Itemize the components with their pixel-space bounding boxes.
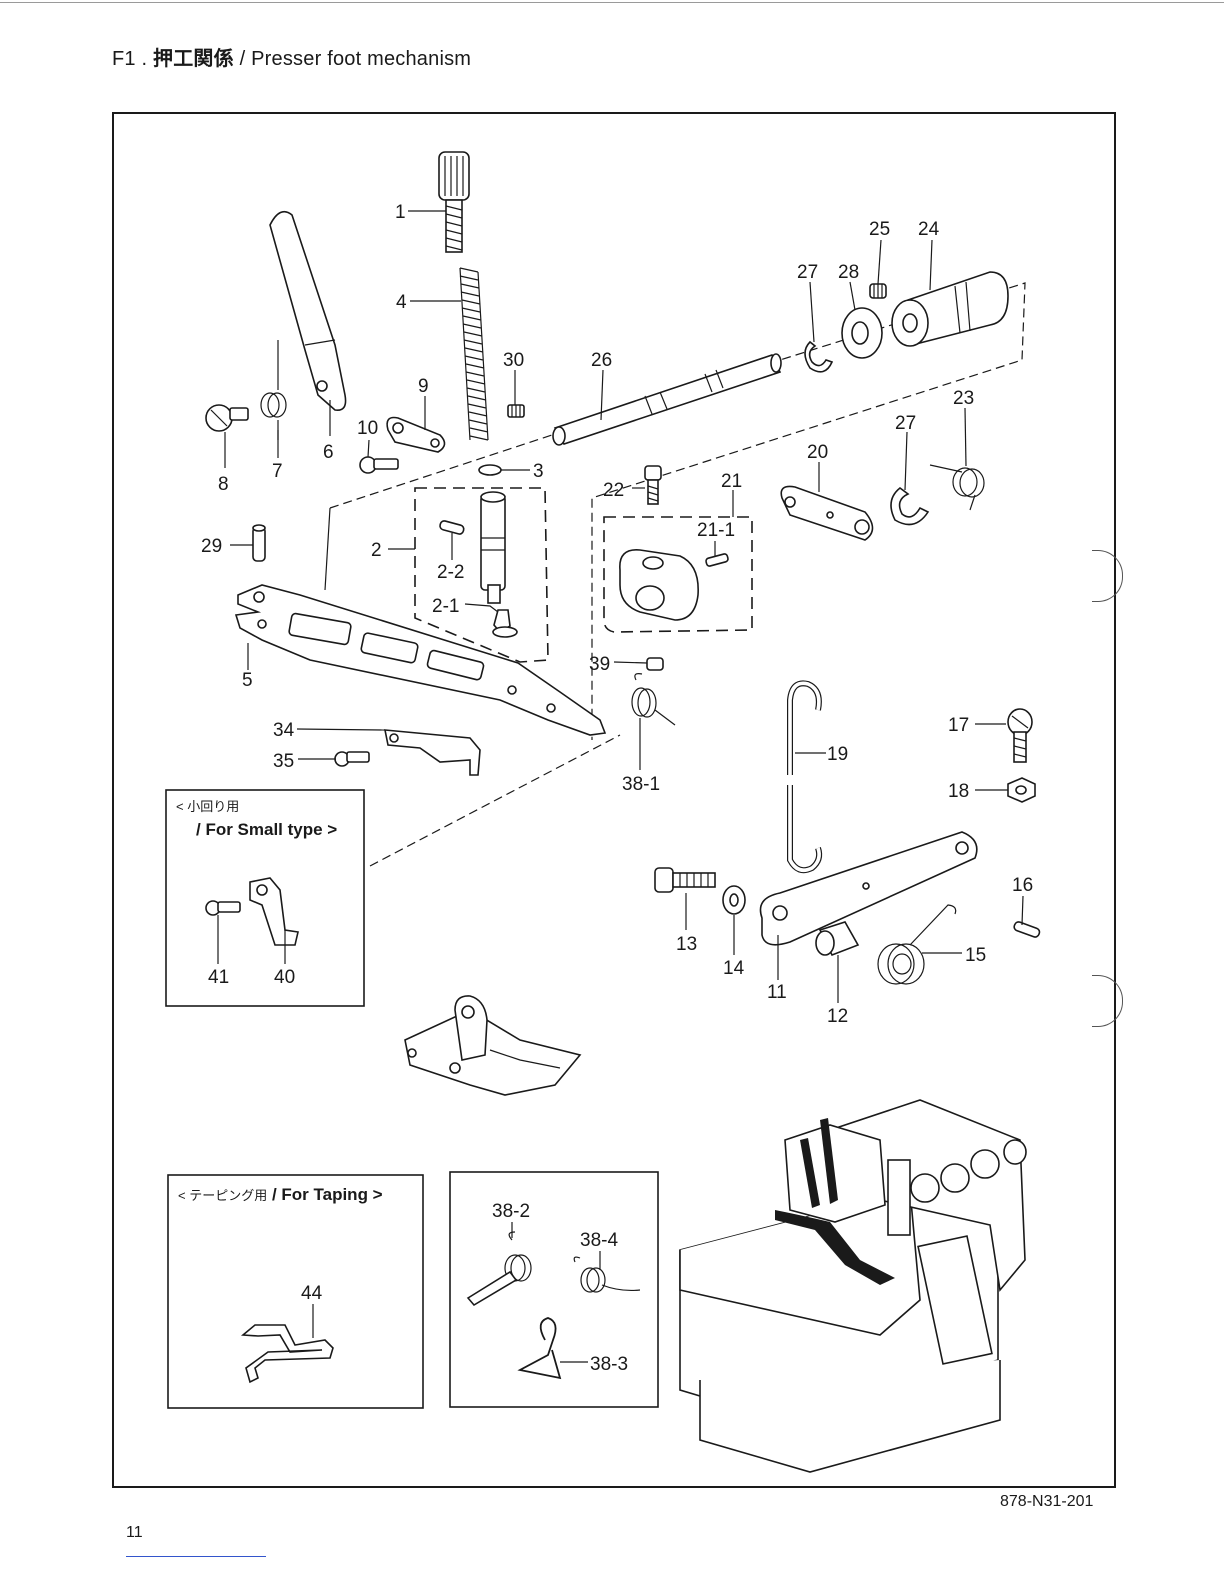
inset-small-type-en: / For Small type >: [196, 820, 337, 839]
callout-7: 7: [272, 461, 283, 482]
inset-taping-title: < テーピング用 / For Taping >: [178, 1185, 383, 1204]
washer-14-part: [723, 886, 745, 914]
callout-5: 5: [242, 670, 253, 691]
callout-27b: 27: [895, 413, 916, 434]
overlock-machine-illustration: [680, 1100, 1026, 1472]
callout-2: 2: [371, 540, 382, 561]
callout-12: 12: [827, 1006, 848, 1027]
callout-38-3: 38-3: [590, 1354, 628, 1375]
lifter-lever-part: [270, 212, 346, 411]
pin-16-part: [1013, 921, 1041, 938]
presser-spring-part: [460, 268, 488, 440]
callout-3: 3: [533, 461, 544, 482]
e-ring-27b-part: [891, 488, 928, 525]
callout-4: 4: [396, 292, 407, 313]
screw-17-part: [1008, 709, 1032, 762]
e-ring-27-part: [805, 342, 832, 372]
callout-23: 23: [953, 388, 974, 409]
callout-10: 10: [357, 418, 378, 439]
callout-41: 41: [208, 967, 229, 988]
collar-28-part: [842, 308, 882, 358]
inset-taping-en: / For Taping >: [267, 1185, 382, 1204]
callout-30: 30: [503, 350, 524, 371]
presser-foot-part: [405, 996, 580, 1095]
screw-35-part: [335, 752, 369, 766]
callout-34: 34: [273, 720, 295, 741]
callout-35: 35: [273, 751, 294, 772]
shaft-26-part: [553, 354, 781, 445]
callout-19: 19: [827, 744, 848, 765]
screw-30-part: [508, 405, 524, 417]
callout-2-2: 2-2: [437, 562, 464, 583]
callout-28: 28: [838, 262, 859, 283]
spring-7-part: [261, 340, 286, 440]
document-code: 878-N31-201: [1000, 1493, 1093, 1511]
callout-38-4: 38-4: [580, 1230, 618, 1251]
screw-39-part: [647, 658, 663, 670]
callout-21: 21: [721, 471, 742, 492]
callout-21-1: 21-1: [697, 520, 735, 541]
callout-24: 24: [918, 219, 940, 240]
callout-29: 29: [201, 536, 222, 557]
presser-bar-group: [415, 488, 548, 662]
callout-22: 22: [603, 480, 624, 501]
link-plate-9-part: [387, 418, 444, 453]
adjusting-screw-part: [439, 152, 469, 252]
callout-18: 18: [948, 781, 969, 802]
bottom-rule: [126, 1556, 266, 1557]
spring-38-1-part: [632, 674, 675, 725]
callout-15: 15: [965, 945, 986, 966]
callout-17: 17: [948, 715, 969, 736]
callout-16: 16: [1012, 875, 1033, 896]
screw-8-part: [206, 405, 248, 431]
callout-40: 40: [274, 967, 295, 988]
washer-3-part: [479, 465, 501, 475]
callout-8: 8: [218, 474, 229, 495]
presser-arm-5-part: [236, 585, 605, 735]
screw-10-part: [360, 457, 398, 473]
callout-14: 14: [723, 958, 745, 979]
inset-small-type-jp: < 小回り用: [176, 799, 239, 814]
link-20-part: [781, 486, 872, 540]
spring-23-part: [930, 465, 984, 510]
callout-1: 1: [395, 202, 406, 223]
link-rod-19-part: [790, 683, 819, 870]
pin-29-part: [253, 525, 265, 561]
spring-15-part: [878, 905, 956, 984]
thread-guide-34-part: [385, 730, 480, 775]
callout-2-1: 2-1: [432, 596, 459, 617]
screw-13-part: [655, 868, 715, 892]
callout-25: 25: [869, 219, 890, 240]
callout-6: 6: [323, 442, 334, 463]
callout-20: 20: [807, 442, 828, 463]
inset-taping-jp: < テーピング用: [178, 1188, 267, 1203]
callout-26: 26: [591, 350, 612, 371]
callout-38-1: 38-1: [622, 774, 660, 795]
callout-9: 9: [418, 376, 429, 397]
set-screw-25-part: [870, 284, 886, 298]
nut-18-part: [1008, 778, 1035, 802]
bushing-24-part: [892, 272, 1008, 346]
callout-39: 39: [589, 654, 610, 675]
callout-11: 11: [767, 982, 787, 1003]
callout-13: 13: [676, 934, 697, 955]
callout-44: 44: [301, 1283, 323, 1304]
callout-27a: 27: [797, 262, 818, 283]
page-number: 11: [126, 1524, 143, 1542]
callout-38-2: 38-2: [492, 1201, 530, 1222]
inset-taping: [168, 1175, 423, 1408]
